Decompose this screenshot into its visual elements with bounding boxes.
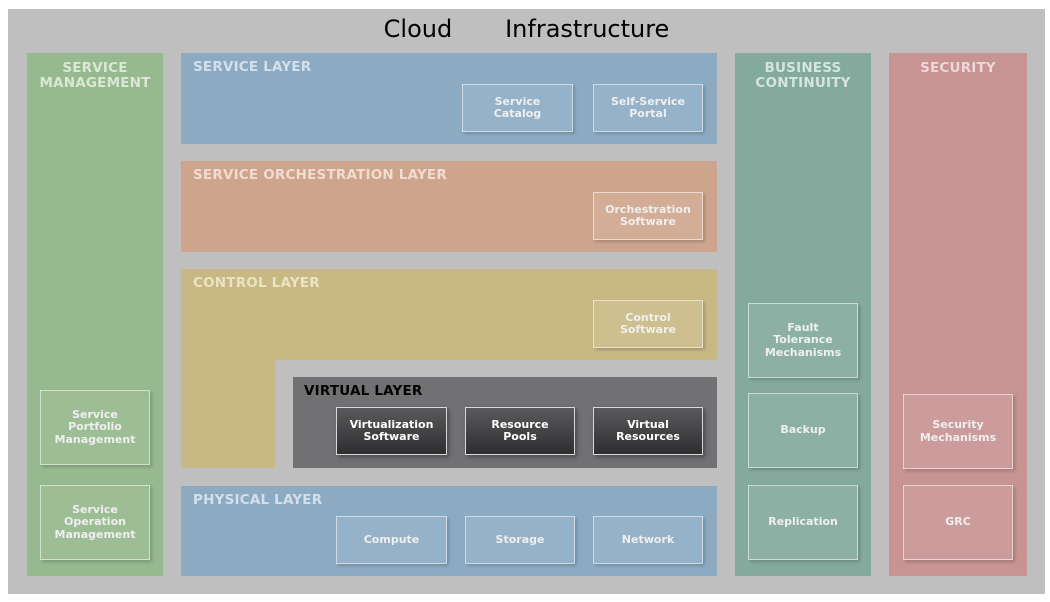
- service-portfolio-management-box: Service Portfolio Management: [40, 390, 150, 465]
- physical-layer-panel: PHYSICAL LAYER Compute Storage Network: [181, 486, 717, 576]
- security-mechanisms-box: Security Mechanisms: [903, 394, 1013, 469]
- grc-box: GRC: [903, 485, 1013, 560]
- service-orchestration-layer-panel: SERVICE ORCHESTRATION LAYER Orchestratio…: [181, 161, 717, 252]
- replication-box: Replication: [748, 485, 858, 560]
- virtualization-software-box: Virtualization Software: [336, 407, 447, 455]
- physical-layer-label: PHYSICAL LAYER: [193, 492, 323, 508]
- service-layer-panel: SERVICE LAYER Service Catalog Self-Servi…: [181, 53, 717, 144]
- compute-box: Compute: [336, 516, 447, 564]
- service-layer-label: SERVICE LAYER: [193, 59, 312, 75]
- virtual-layer-panel: VIRTUAL LAYER Virtualization Software Re…: [293, 377, 717, 468]
- resource-pools-box: Resource Pools: [465, 407, 575, 455]
- service-management-panel: SERVICE MANAGEMENT Service Portfolio Man…: [27, 53, 163, 576]
- diagram-title: Cloud Infrastructure: [383, 15, 670, 43]
- fault-tolerance-mechanisms-box: Fault Tolerance Mechanisms: [748, 303, 858, 378]
- service-catalog-box: Service Catalog: [462, 84, 573, 132]
- control-layer-panel: CONTROL LAYER Control Software: [181, 269, 717, 360]
- service-management-label: SERVICE MANAGEMENT: [39, 60, 151, 91]
- orchestration-software-box: Orchestration Software: [593, 192, 703, 240]
- control-layer-extension: [181, 359, 275, 468]
- service-orchestration-layer-label: SERVICE ORCHESTRATION LAYER: [193, 167, 447, 183]
- security-label: SECURITY: [920, 60, 996, 76]
- virtual-layer-label: VIRTUAL LAYER: [304, 383, 423, 399]
- service-operation-management-box: Service Operation Management: [40, 485, 150, 560]
- virtual-resources-box: Virtual Resources: [593, 407, 703, 455]
- business-continuity-panel: BUSINESS CONTINUITY Fault Tolerance Mech…: [735, 53, 871, 576]
- network-box: Network: [593, 516, 703, 564]
- storage-box: Storage: [465, 516, 575, 564]
- control-layer-label: CONTROL LAYER: [193, 275, 320, 291]
- self-service-portal-box: Self-Service Portal: [593, 84, 703, 132]
- security-panel: SECURITY Security Mechanisms GRC: [889, 53, 1027, 576]
- business-continuity-label: BUSINESS CONTINUITY: [755, 60, 851, 91]
- backup-box: Backup: [748, 393, 858, 468]
- control-software-box: Control Software: [593, 300, 703, 348]
